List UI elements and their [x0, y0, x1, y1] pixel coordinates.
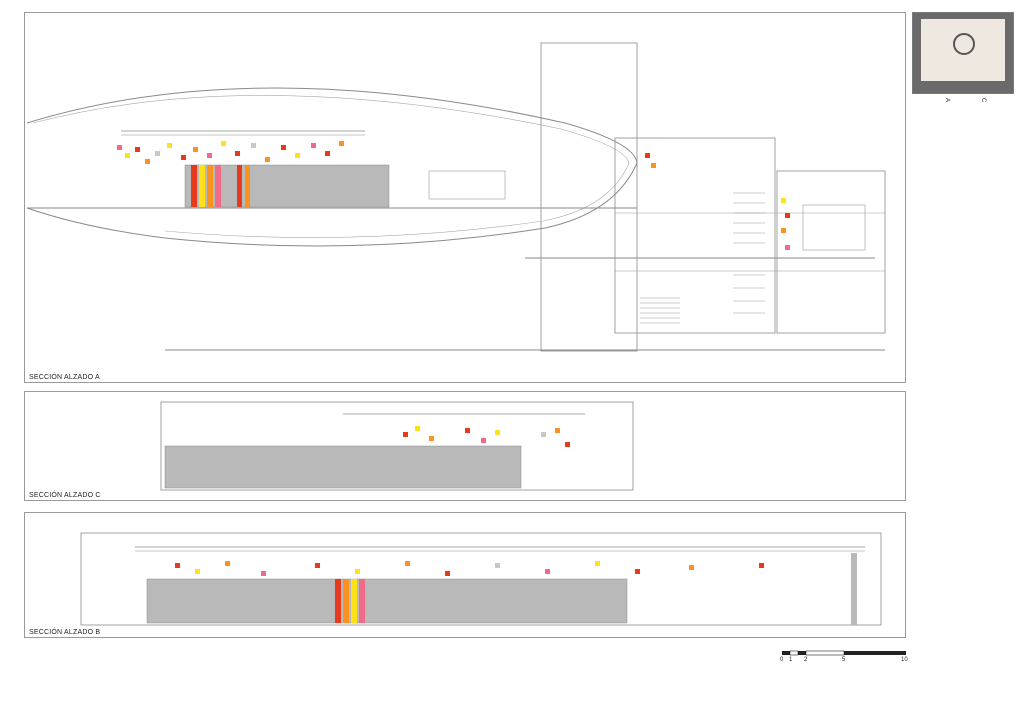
scale-tick-2: 2 — [804, 657, 808, 663]
section-a-panel: SECCIÓN ALZADO A — [24, 12, 906, 383]
key-plan — [912, 12, 1014, 94]
section-c-drawing — [160, 401, 634, 491]
scale-tick-0: 0 — [780, 657, 784, 663]
hanging-tags-c — [403, 426, 570, 447]
hanging-tags-b — [175, 561, 764, 576]
section-b-label: SECCIÓN ALZADO B — [29, 629, 101, 636]
key-plan-ring — [953, 33, 975, 55]
scale-tick-10: 10 — [901, 657, 908, 663]
key-cut-label-c: C — [980, 98, 986, 103]
section-c-panel: SECCIÓN ALZADO C — [24, 391, 906, 501]
section-c-label: SECCIÓN ALZADO C — [29, 492, 101, 499]
key-cut-label-a: A — [944, 98, 950, 103]
section-b-panel: SECCIÓN ALZADO B — [24, 512, 906, 638]
scale-tick-1: 1 — [789, 657, 793, 663]
section-a-label: SECCIÓN ALZADO A — [29, 374, 100, 381]
hanging-tags-a — [117, 141, 790, 250]
section-a-drawing — [26, 42, 886, 352]
scale-tick-5: 5 — [842, 657, 846, 663]
section-b-drawing — [80, 532, 882, 626]
